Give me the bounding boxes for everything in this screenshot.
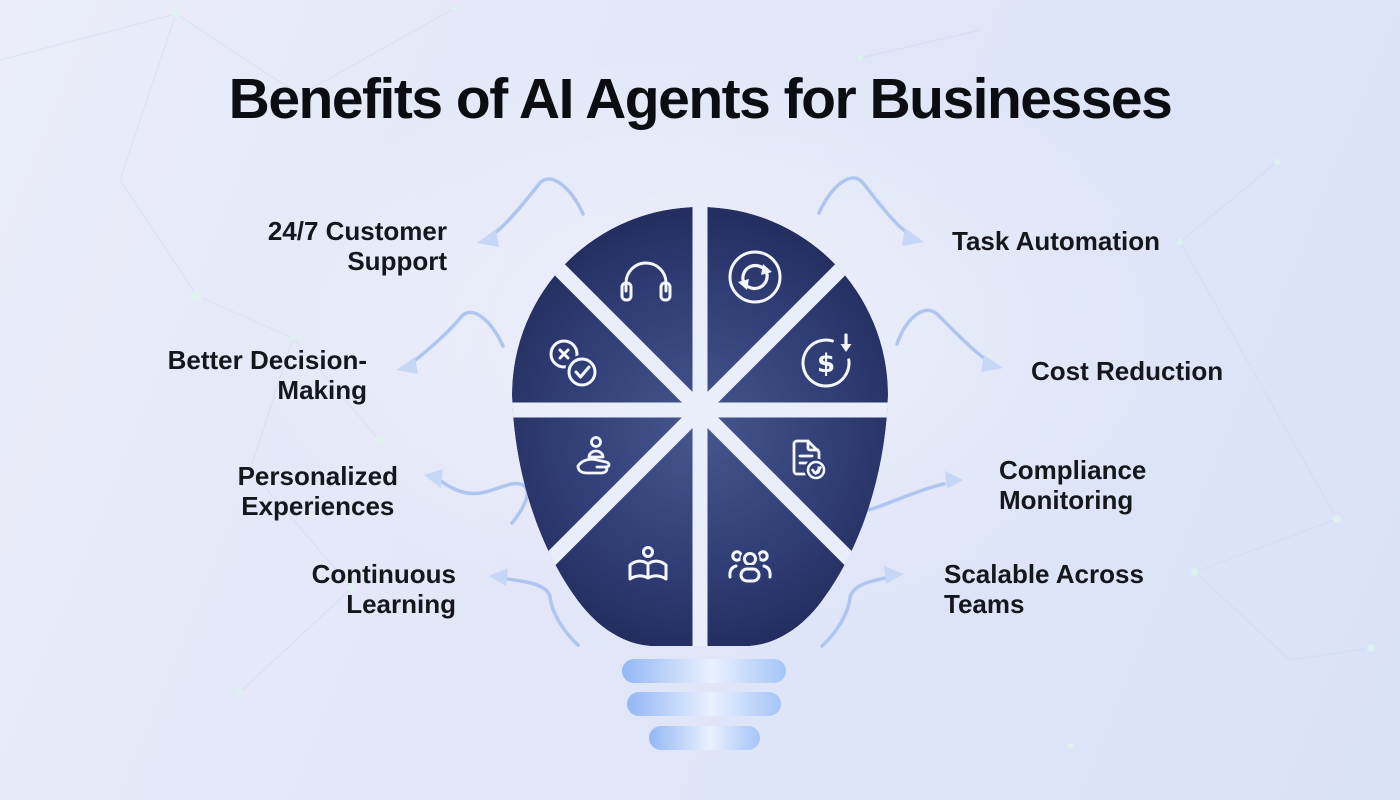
document-check-icon	[792, 439, 828, 482]
person-in-hand-icon	[576, 436, 611, 475]
benefit-label-compliance-monitoring: Compliance Monitoring	[999, 455, 1147, 515]
open-book-icon	[628, 546, 668, 581]
bulb-base-bar	[627, 692, 781, 716]
sync-arrows-icon	[728, 250, 782, 304]
arrow-decision-making	[396, 310, 505, 374]
benefit-label-task-automation: Task Automation	[952, 226, 1161, 256]
bulb-base-bar	[649, 726, 760, 750]
arrow-task-automation	[817, 176, 924, 246]
team-icon	[728, 549, 772, 585]
benefit-label-scalable-teams: Scalable Across Teams	[944, 559, 1144, 619]
arrow-continuous-learning	[489, 568, 580, 647]
constellation-pattern	[0, 5, 1375, 749]
svg-text:$: $	[817, 349, 835, 379]
arrow-personalized-experiences	[424, 469, 529, 525]
benefit-label-cost-reduction: Cost Reduction	[1031, 356, 1224, 386]
benefit-label-personalized-experiences: Personalized Experiences	[237, 461, 398, 521]
connector-arrows	[396, 176, 1003, 648]
segment-dividers	[511, 206, 889, 646]
benefit-label-customer-support: 24/7 Customer Support	[267, 216, 447, 276]
dollar-decrease-icon: $	[801, 333, 852, 388]
arrow-customer-support	[477, 177, 585, 247]
cross-check-icon	[549, 339, 599, 389]
bulb-base	[622, 659, 786, 750]
benefit-label-decision-making: Better Decision- Making	[167, 345, 367, 405]
benefit-label-continuous-learning: Continuous Learning	[311, 559, 456, 619]
page-title: Benefits of AI Agents for Businesses	[228, 67, 1173, 131]
lightbulb: $	[511, 206, 889, 646]
headphones-icon	[620, 261, 672, 302]
arrow-cost-reduction	[895, 308, 1003, 372]
arrow-scalable-teams	[820, 566, 903, 648]
bulb-base-bar	[622, 659, 786, 683]
